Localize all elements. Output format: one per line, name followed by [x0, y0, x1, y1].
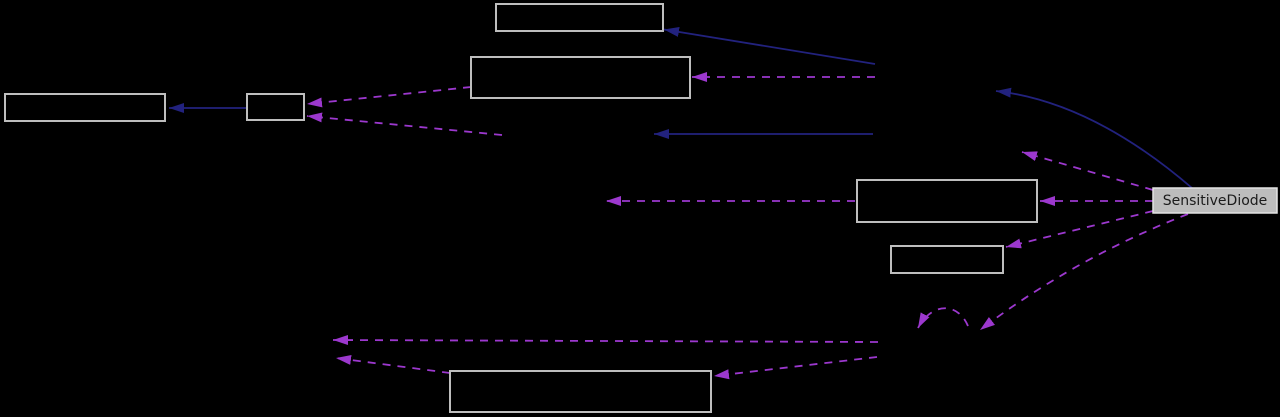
- usage-edge-3: [306, 112, 503, 136]
- usage-edge-2: [306, 86, 472, 108]
- class-node-top[interactable]: [495, 3, 664, 32]
- usage-edge-4: [1021, 151, 1154, 191]
- class-node-small[interactable]: [246, 93, 305, 121]
- usage-edge-6: [1005, 210, 1154, 249]
- class-node-upper-middle[interactable]: [470, 56, 691, 99]
- inheritance-edge-4: [995, 87, 1193, 189]
- usage-edge-8: [332, 335, 879, 346]
- usage-self-loop-edge: [917, 307, 969, 329]
- class-node-right-small[interactable]: [890, 245, 1004, 274]
- usage-edge-10: [335, 354, 451, 374]
- inheritance-edge-1: [663, 26, 876, 65]
- class-node-right-large[interactable]: [856, 179, 1038, 223]
- sensitivediode-node-box[interactable]: [1152, 187, 1278, 214]
- class-node-left[interactable]: [4, 93, 166, 122]
- class-node-sensitivediode[interactable]: SensitiveDiode: [1152, 187, 1278, 214]
- usage-edge-9: [713, 356, 878, 380]
- sensitivediode-node-label: SensitiveDiode: [1163, 193, 1268, 209]
- class-node-bottom[interactable]: [449, 370, 712, 413]
- usage-edge-7: [979, 213, 1189, 331]
